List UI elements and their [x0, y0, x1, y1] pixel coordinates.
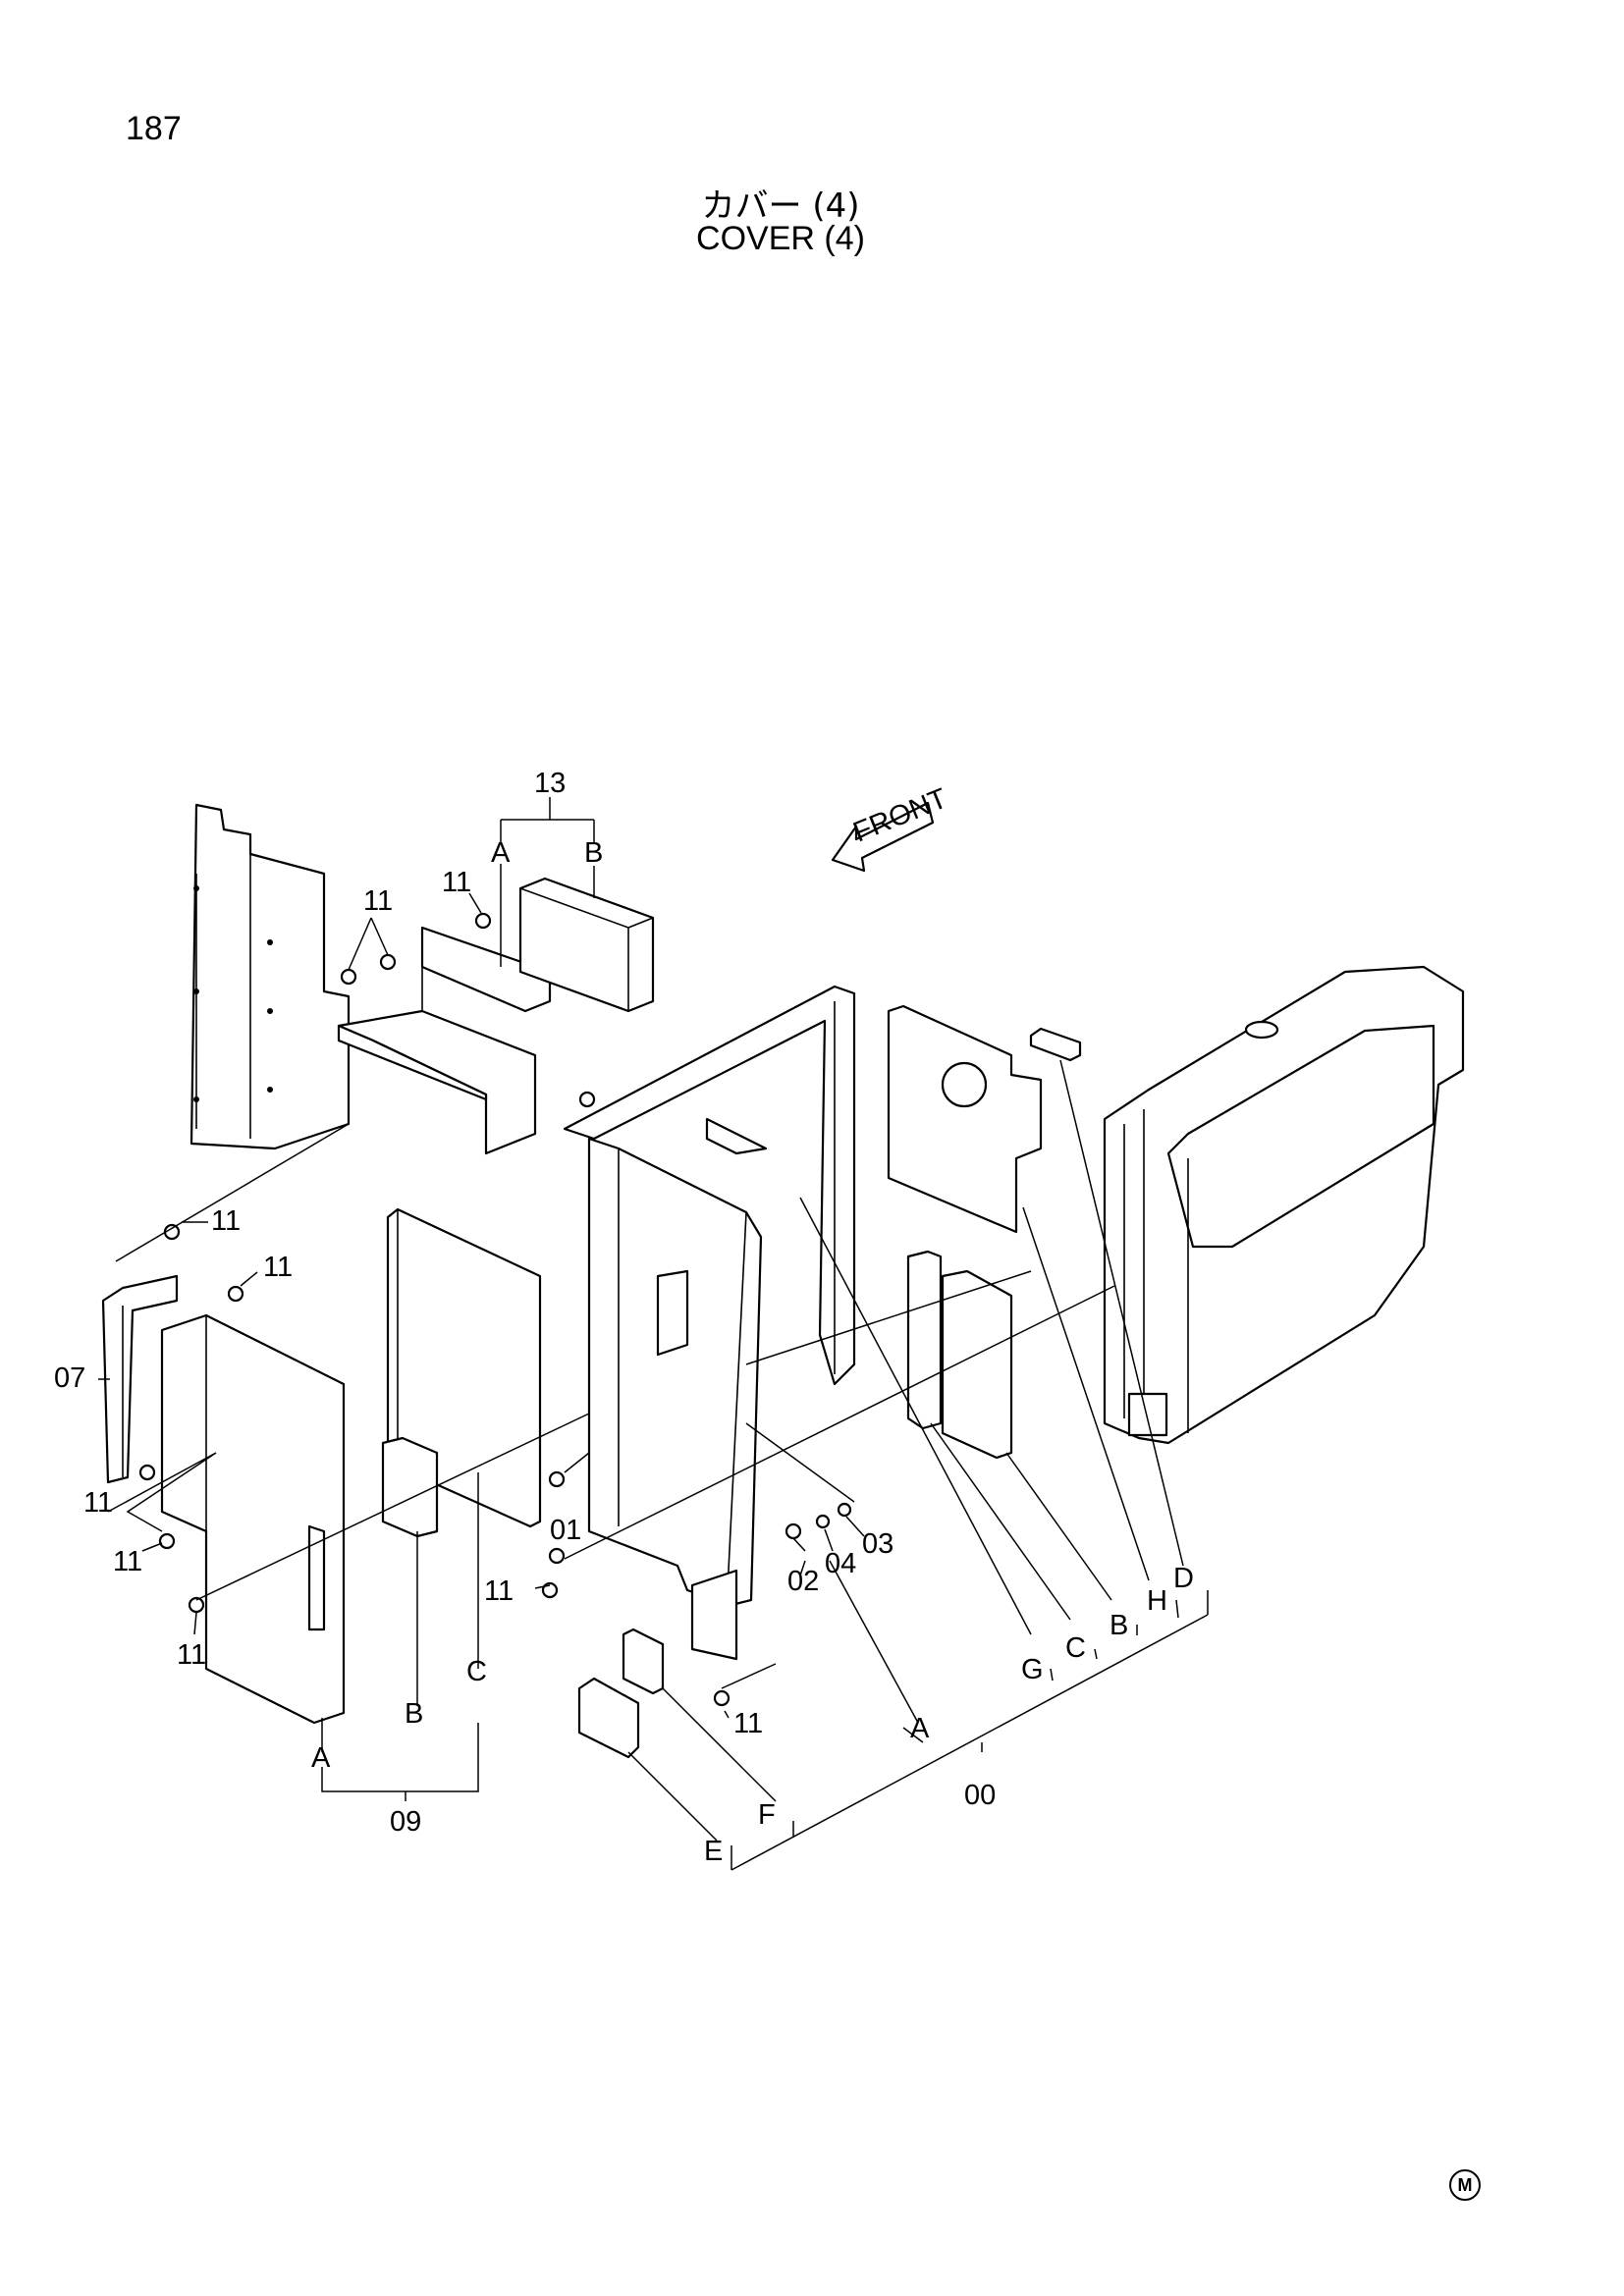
label-00: 00 [964, 1780, 996, 1811]
label-09: 09 [390, 1806, 421, 1838]
center-partition-plate [587, 1117, 768, 1661]
label-09a: A [311, 1742, 331, 1774]
label-13b: B [584, 837, 603, 869]
label-11-bottom: 11 [733, 1708, 763, 1739]
label-11-lower-left-1: 11 [83, 1487, 113, 1519]
label-00f: F [758, 1799, 776, 1831]
pad-13b [518, 877, 655, 1013]
label-07: 07 [54, 1362, 85, 1394]
upper-frame-bar [563, 985, 856, 1386]
label-00e: E [704, 1836, 723, 1867]
page-number: 187 [126, 110, 182, 147]
label-00g: G [1021, 1654, 1044, 1685]
label-11-lower-left-2: 11 [113, 1546, 142, 1577]
insulator-c [941, 1269, 1013, 1460]
upper-left-cover-panel [189, 803, 351, 1150]
leader-lines [98, 797, 1209, 1871]
pad-e [577, 1677, 640, 1759]
label-09c: C [466, 1656, 487, 1687]
label-00d: D [1173, 1563, 1194, 1594]
insulator-g [906, 1250, 943, 1430]
label-11-lower-left-3: 11 [177, 1639, 206, 1671]
bracket-07 [101, 1274, 179, 1484]
pad-f [622, 1628, 665, 1695]
label-02: 02 [787, 1566, 819, 1597]
label-00a: A [910, 1713, 930, 1744]
label-11-upper-right: 11 [442, 867, 471, 898]
insulator-09c [381, 1436, 439, 1538]
label-09b: B [405, 1698, 423, 1730]
panel-d-small [1029, 1027, 1082, 1062]
label-11-upper-pair: 11 [363, 885, 393, 917]
bolt-02-icon [785, 1522, 806, 1552]
label-00h: H [1147, 1585, 1167, 1617]
corner-mark: M [1449, 2169, 1481, 2201]
panel-h [887, 1004, 1043, 1234]
left-large-cover [160, 1313, 346, 1725]
upper-bracket-tray [337, 926, 552, 1155]
label-11-left-cover: 11 [263, 1252, 293, 1283]
label-01: 01 [550, 1515, 581, 1546]
label-11-center: 11 [484, 1575, 514, 1607]
washer-03-icon [837, 1502, 852, 1518]
bolt-icons [138, 912, 731, 1707]
label-00c: C [1065, 1632, 1086, 1664]
washer-04-icon [815, 1514, 831, 1529]
front-arrow-icon: FRONT [831, 782, 951, 873]
label-03: 03 [862, 1528, 893, 1560]
label-04: 04 [825, 1548, 856, 1579]
label-11-bracket: 11 [211, 1205, 241, 1237]
radiator-assembly [1103, 965, 1465, 1445]
title-english: COVER (4) [696, 220, 865, 257]
label-13a: A [491, 837, 511, 869]
title-japanese: カバー (4) [701, 187, 860, 226]
label-00b: B [1110, 1610, 1128, 1641]
label-13: 13 [534, 768, 566, 799]
